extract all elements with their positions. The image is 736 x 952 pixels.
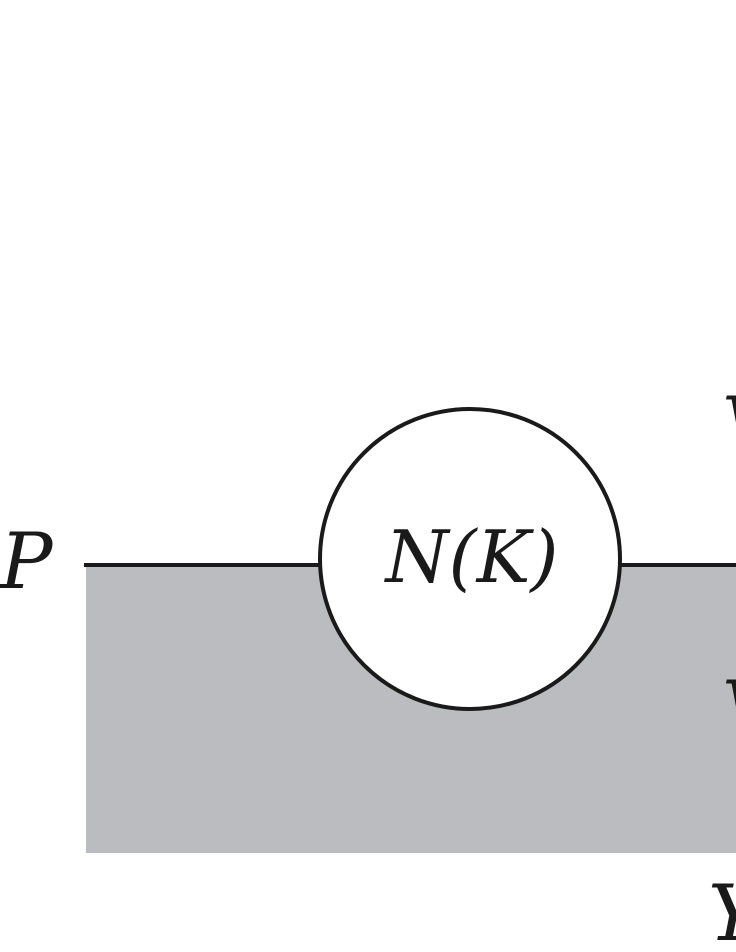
- node-label: N(K): [384, 515, 559, 599]
- node-circle: [318, 407, 622, 711]
- cropped-label-right-lower: V: [722, 665, 736, 755]
- cropped-label-bottom: Y: [708, 869, 736, 952]
- point-label-p: P: [0, 517, 54, 607]
- cropped-label-right-upper: V: [722, 381, 736, 471]
